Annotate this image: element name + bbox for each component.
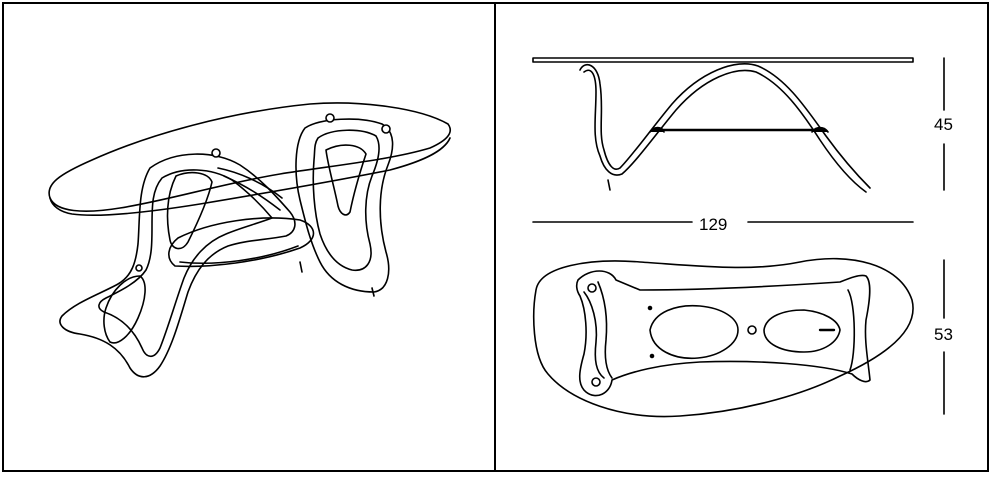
glass-top bbox=[48, 102, 452, 212]
left-leg bbox=[59, 153, 296, 378]
lower-shelf bbox=[168, 217, 315, 268]
elevation-glass-top bbox=[532, 57, 914, 63]
dimension-height-label: 45 bbox=[932, 115, 955, 134]
plan-cutout-right bbox=[763, 309, 841, 353]
plan-cutout-left bbox=[649, 304, 739, 360]
right-leg bbox=[295, 118, 394, 293]
leg-cutout-upper bbox=[166, 171, 213, 250]
plan-glass-outline bbox=[533, 257, 914, 418]
dimension-width-label: 129 bbox=[697, 215, 730, 234]
panel-divider bbox=[494, 2, 496, 472]
elevation-leg bbox=[579, 62, 871, 189]
dimension-depth-label: 53 bbox=[932, 325, 955, 344]
leg-cutout-lower bbox=[103, 275, 146, 344]
plan-base bbox=[575, 270, 871, 397]
